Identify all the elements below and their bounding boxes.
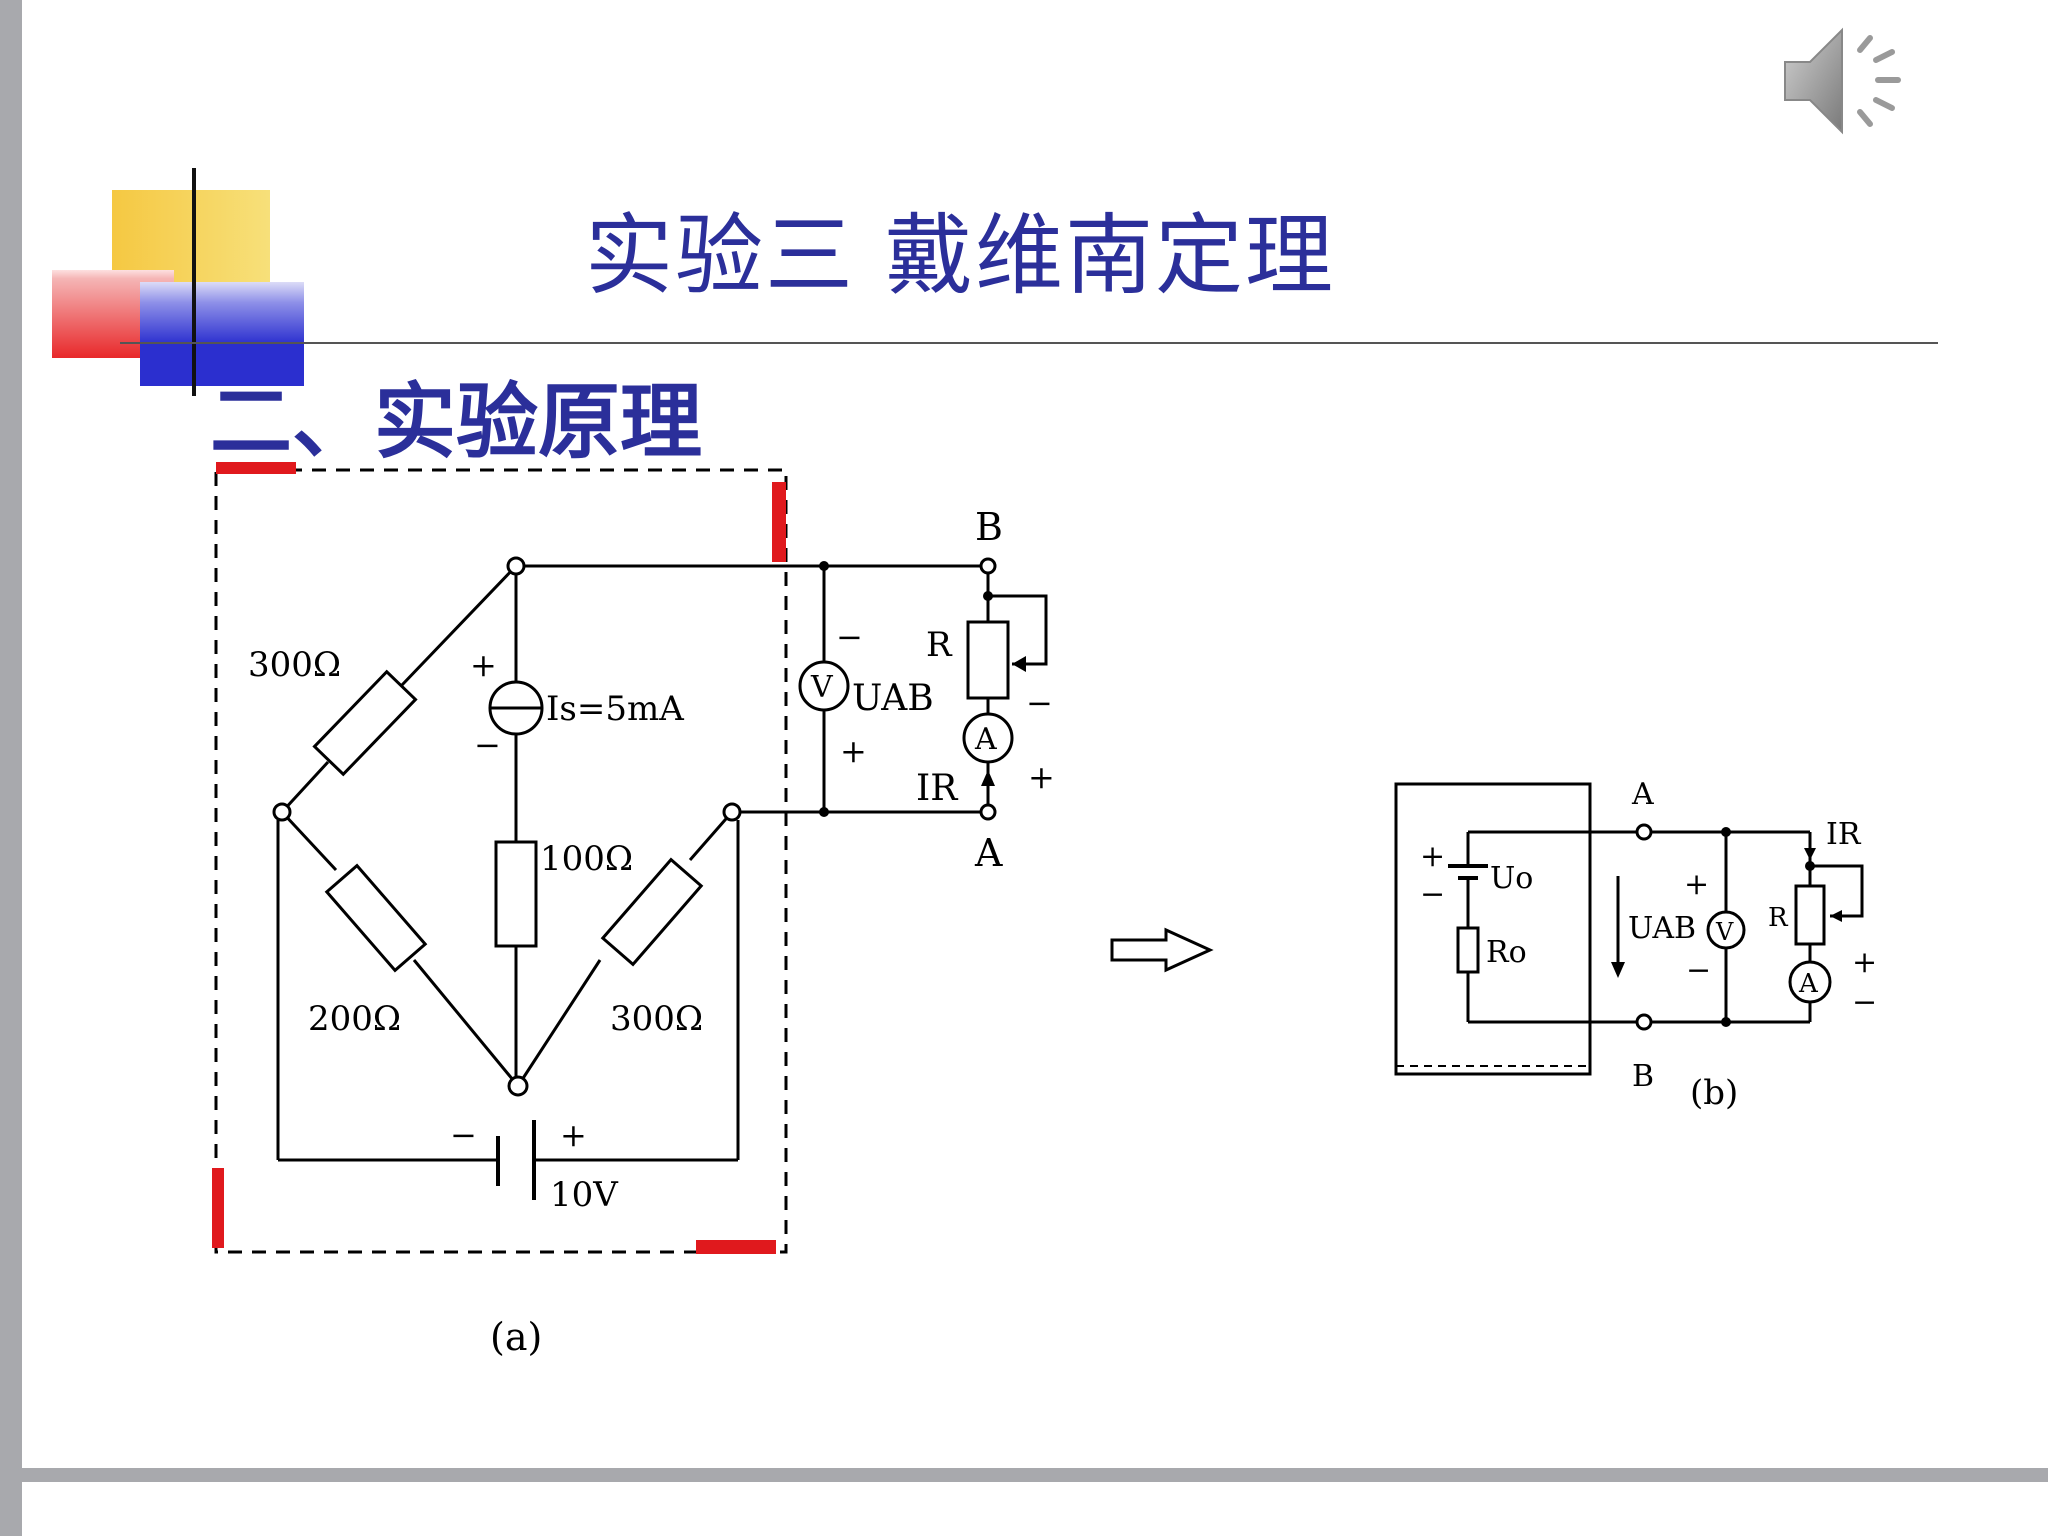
transform-arrow	[1110, 927, 1214, 973]
label-300-bottom-right: 300Ω	[610, 999, 703, 1039]
label-battery: 10V	[550, 1175, 619, 1215]
label-b-uab: UAB	[1628, 911, 1696, 946]
resistor-100	[494, 840, 538, 948]
label-300-top-left: 300Ω	[248, 645, 341, 685]
label-b-ammeter-minus: −	[1852, 985, 1877, 1020]
voltmeter-symbol: V	[810, 670, 834, 705]
label-200: 200Ω	[308, 999, 401, 1039]
frame-bottom-bar	[0, 1468, 2048, 1482]
enclosure-corner-marks	[212, 462, 786, 1254]
caption-a: (a)	[490, 1315, 542, 1359]
ammeter-b-symbol: A	[1798, 969, 1819, 999]
label-voltmeter-uab: UAB	[852, 678, 934, 719]
label-b-source-plus: +	[1420, 839, 1445, 874]
label-is-minus: −	[474, 726, 501, 764]
label-node-b: B	[975, 505, 1003, 549]
resistor-300-top-left	[312, 669, 418, 777]
variable-resistor-b	[1794, 884, 1826, 946]
circuit-b-enclosure	[1394, 782, 1592, 1076]
label-b-v-plus: +	[1684, 867, 1709, 902]
label-ammeter-plus: +	[1028, 758, 1055, 796]
label-v-plus: +	[840, 732, 867, 770]
deco-vertical-line	[192, 168, 196, 396]
title-rule	[120, 342, 1938, 344]
label-100: 100Ω	[540, 839, 633, 879]
label-battery-minus: −	[450, 1116, 477, 1154]
resistor-200	[324, 863, 428, 973]
label-current-ir: IR	[916, 768, 958, 809]
label-b-node-a: A	[1631, 777, 1654, 812]
label-current-source: Is=5mA	[546, 689, 684, 729]
label-v-minus: −	[836, 618, 863, 656]
label-b-node-b: B	[1632, 1059, 1654, 1094]
deco-blue-square	[140, 282, 304, 386]
label-resistor-r: R	[926, 625, 953, 665]
section-heading: 二、实验原理	[210, 375, 703, 470]
voltmeter-b-symbol: V	[1715, 918, 1734, 946]
label-b-ammeter-plus: +	[1852, 945, 1877, 980]
label-battery-plus: +	[560, 1116, 587, 1154]
caption-b: (b)	[1690, 1073, 1738, 1113]
frame-left-bar	[0, 0, 22, 1536]
label-node-a: A	[974, 831, 1003, 875]
slide-title: 实验三 戴维南定理	[585, 204, 1335, 307]
label-ammeter-minus: −	[1026, 684, 1053, 722]
label-ro: Ro	[1486, 935, 1527, 970]
label-b-source-minus: −	[1420, 877, 1445, 912]
label-b-resistor-r: R	[1768, 903, 1789, 933]
variable-resistor-r	[966, 620, 1010, 700]
speaker-icon[interactable]	[1780, 20, 1920, 145]
resistor-ro	[1456, 926, 1480, 974]
label-b-v-minus: −	[1686, 953, 1711, 988]
ammeter-symbol: A	[974, 722, 997, 757]
label-uo: Uo	[1490, 861, 1533, 896]
label-b-ir: IR	[1826, 817, 1862, 852]
resistor-300-bottom-right	[600, 857, 704, 967]
circuit-a-enclosure	[214, 468, 788, 1254]
label-is-plus: +	[470, 646, 497, 684]
